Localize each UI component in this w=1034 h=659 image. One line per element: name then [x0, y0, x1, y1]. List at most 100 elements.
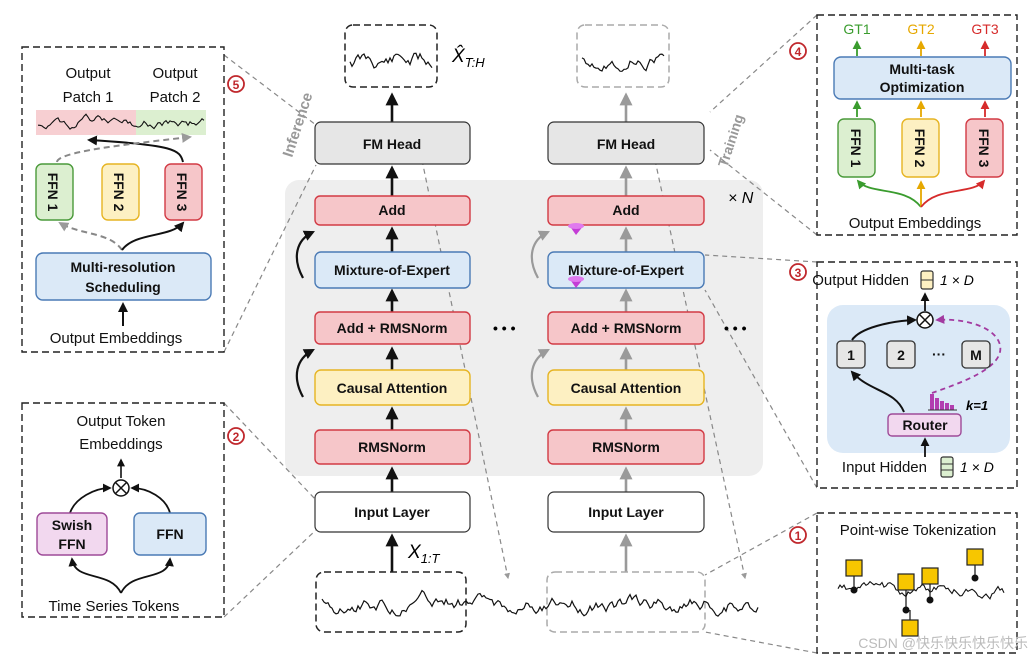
expert-ellipsis: ··· — [932, 346, 946, 362]
moe-label: Mixture-of-Expert — [334, 262, 450, 278]
panel-number: 3 — [795, 266, 802, 280]
add-label: Add — [378, 202, 405, 218]
output-patch-2-line1: Output — [152, 65, 198, 82]
fm-head-label: FM Head — [363, 136, 421, 152]
p4-ffn2-block — [901, 118, 940, 178]
p2-title-line2: Embeddings — [79, 436, 162, 453]
output-dim-label: 1 × D — [940, 272, 974, 288]
expert-1-label: 1 — [847, 347, 855, 363]
router-block — [887, 413, 962, 437]
training-moe-block — [547, 251, 705, 289]
tokenization-title: Point-wise Tokenization — [840, 522, 996, 539]
p2-title-line1: Output Token — [77, 413, 166, 430]
multi-resolution-scheduling-block — [35, 252, 212, 301]
input-series-box — [315, 571, 467, 633]
scheduling-label-line2: Scheduling — [85, 279, 160, 295]
p4-ffn1-block — [837, 118, 876, 178]
training-add-rmsnorm-block — [547, 311, 705, 345]
training-input-layer-label: Input Layer — [588, 504, 664, 520]
training-output-line — [581, 53, 665, 72]
expert-m-box — [961, 340, 991, 369]
output-patch-1-line1: Output — [65, 65, 111, 82]
input-label: X1:T — [407, 542, 441, 566]
p4-ffn2-label: FFN 2 — [912, 129, 928, 168]
p4-ffn1-label: FFN 1 — [848, 129, 864, 168]
causal-attention-block — [314, 369, 471, 406]
p2-ffn-label: FFN — [156, 526, 183, 542]
rmsnorm-label: RMSNorm — [358, 439, 426, 455]
inference-stack: X̂T:H FM Head Add Mixture-of-Expert Add … — [280, 24, 485, 572]
p5-output-embeddings-label: Output Embeddings — [50, 330, 183, 347]
gem-icon — [568, 276, 584, 288]
gt2-label: GT2 — [907, 21, 934, 37]
input-series-line — [321, 589, 759, 617]
swish-ffn-label-line1: Swish — [52, 517, 92, 533]
moe-block — [314, 251, 471, 289]
training-fm-head-block — [547, 121, 705, 165]
p4-output-embeddings-label: Output Embeddings — [849, 215, 982, 232]
training-label: Training — [715, 112, 747, 169]
expert-2-box — [886, 340, 916, 369]
gem-icon — [568, 223, 584, 235]
p5-ffn1-block — [35, 163, 74, 221]
expert-1-box — [836, 340, 866, 369]
fm-head-block — [314, 121, 471, 165]
router-histogram-icon — [928, 394, 957, 411]
p5-ffn3-label: FFN 3 — [174, 173, 190, 212]
mto-label-line2: Optimization — [880, 79, 965, 95]
panel-token-embeddings: 2 Output Token Embeddings Swish FFN FFN … — [21, 402, 245, 618]
training-output-box — [576, 24, 670, 88]
training-moe-label: Mixture-of-Expert — [568, 262, 684, 278]
times-n-label: × N — [728, 190, 754, 207]
watermark-text: CSDN @快乐快乐快乐快乐 — [858, 635, 1028, 651]
multi-task-optimization-block — [833, 56, 1012, 100]
p5-ffn1-label: FFN 1 — [45, 173, 61, 212]
p4-ffn3-label: FFN 3 — [976, 129, 992, 168]
p5-ffn2-block — [101, 163, 140, 221]
swish-ffn-label-line2: FFN — [58, 536, 85, 552]
patch-series-line — [37, 113, 205, 130]
output-patch-2-line2: Patch 2 — [150, 89, 201, 106]
output-series-line — [349, 52, 433, 69]
rmsnorm-block — [314, 429, 471, 465]
panel-multi-resolution: 5 Output Patch 1 Output Patch 2 FFN 1 FF… — [21, 46, 245, 353]
p5-ffn3-block — [164, 163, 203, 221]
training-causal-attention-block — [547, 369, 705, 406]
training-fm-head-label: FM Head — [597, 136, 655, 152]
expert-m-label: M — [970, 347, 982, 363]
token-square-icons — [845, 548, 984, 637]
tokenization-series-line — [837, 580, 1005, 600]
expert-2-label: 2 — [897, 347, 905, 363]
training-rmsnorm-block — [547, 429, 705, 465]
p2-ffn-block — [133, 512, 207, 556]
p5-ffn2-label: FFN 2 — [111, 173, 127, 212]
patch-2-region — [136, 110, 206, 135]
panel-tokenization: 1 Point-wise Tokenization — [789, 512, 1018, 654]
training-input-layer-block — [547, 491, 705, 533]
input-hidden-vector-icon — [940, 456, 954, 478]
add-rmsnorm-label: Add + RMSNorm — [337, 320, 448, 336]
panel-multi-task: 4 GT1 GT2 GT3 Multi-task Optimization FF… — [789, 14, 1018, 236]
input-hidden-label: Input Hidden — [842, 459, 927, 476]
input-layer-label: Input Layer — [354, 504, 430, 520]
output-label: X̂T:H — [451, 45, 485, 70]
panel-moe-routing: 3 Output Hidden 1 × D 1 2 ··· M k=1 Rout… — [789, 261, 1018, 489]
panel-number-badge — [789, 42, 807, 60]
panel-number: 4 — [795, 45, 802, 59]
scheduling-label-line1: Multi-resolution — [71, 259, 176, 275]
training-rmsnorm-label: RMSNorm — [592, 439, 660, 455]
training-add-block — [547, 195, 705, 226]
training-causal-attention-label: Causal Attention — [571, 380, 682, 396]
add-rmsnorm-block — [314, 311, 471, 345]
gt3-label: GT3 — [971, 21, 998, 37]
ellipsis-right: • • • — [724, 320, 747, 336]
panel-number-badge — [227, 75, 245, 93]
training-add-label: Add — [612, 202, 639, 218]
training-add-rmsnorm-label: Add + RMSNorm — [571, 320, 682, 336]
panel-number: 1 — [795, 529, 802, 543]
router-label: Router — [902, 417, 948, 433]
k-label: k=1 — [966, 398, 988, 413]
panel-connectors — [223, 14, 818, 654]
panel-number-badge — [789, 526, 807, 544]
